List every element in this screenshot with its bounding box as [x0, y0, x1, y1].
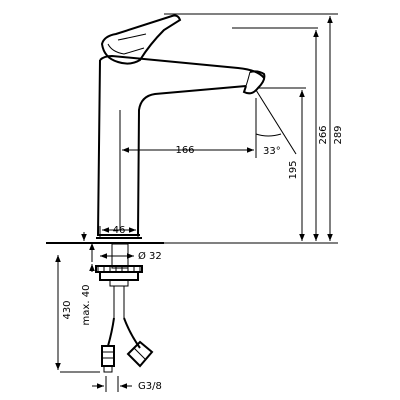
hose-length-label: 430: [62, 300, 73, 319]
hose-length-dimension: 430 max. 40: [55, 243, 100, 373]
supply-hoses: [101, 317, 154, 373]
spout-angle-label: 33°: [263, 146, 281, 157]
total-height-label: 289: [333, 125, 344, 144]
lever-handle: [100, 14, 182, 65]
max-thickness-label: max. 40: [81, 285, 92, 326]
body-height-label: 266: [318, 125, 329, 144]
base-width-dimension: 46: [99, 225, 139, 238]
thread-label: G3/8: [138, 381, 162, 392]
countertop: [46, 232, 164, 244]
faucet-body: [96, 54, 266, 239]
thread-dimension: G3/8: [92, 376, 162, 392]
base-width-label: 46: [113, 225, 126, 236]
height-dimensions: 289 266 195: [148, 13, 344, 244]
spout-reach-dimension: 166 33°: [119, 89, 297, 230]
mounting-assembly: Ø 32: [95, 243, 162, 318]
spout-height-label: 195: [288, 160, 299, 179]
spout-reach-label: 166: [175, 145, 194, 156]
hole-diameter-label: Ø 32: [138, 250, 162, 262]
